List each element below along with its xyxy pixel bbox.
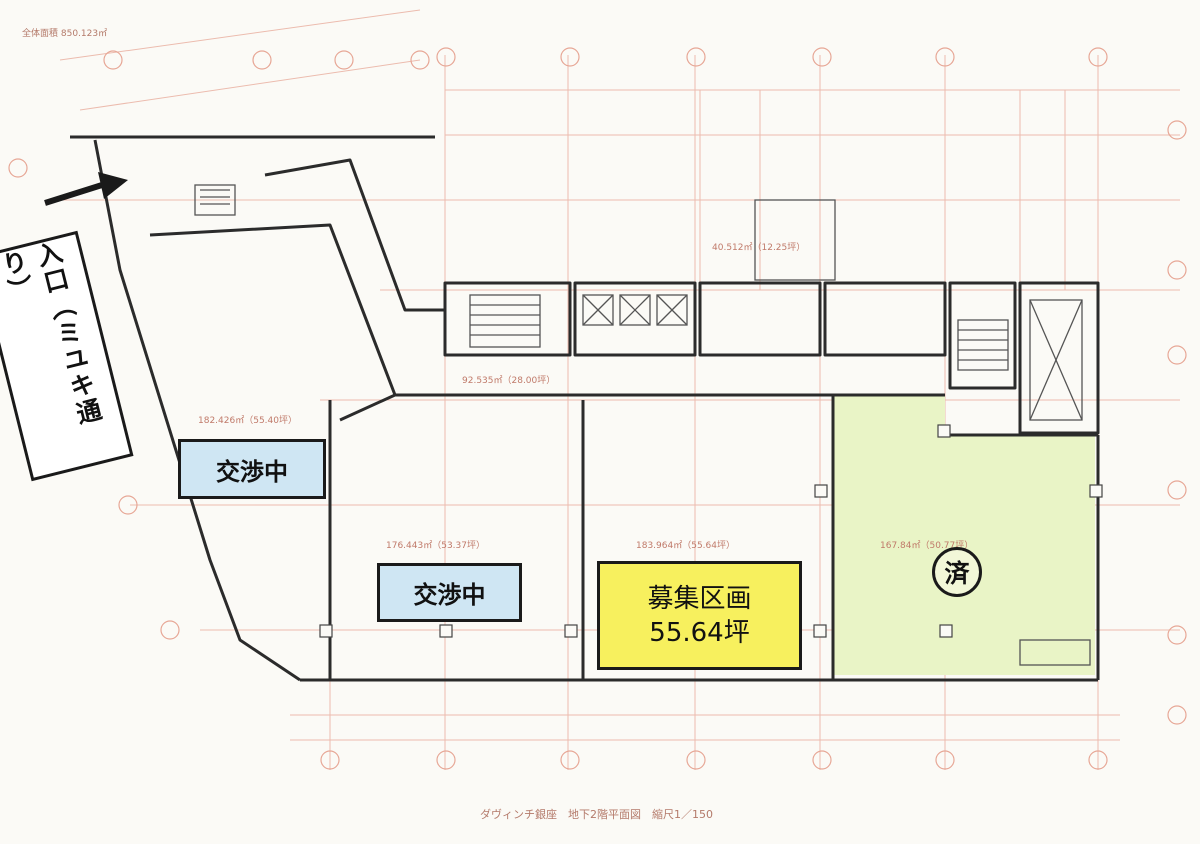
recruiting-unit-area: 55.64坪 — [649, 617, 750, 648]
unit-negotiating-left: 交渉中 — [178, 439, 326, 499]
area-text-recruit: 183.964㎡（55.64坪） — [636, 540, 735, 551]
unit-negotiating-left-label: 交渉中 — [216, 457, 288, 486]
plan-caption: ダヴィンチ銀座 地下2階平面図 縮尺1／150 — [480, 808, 713, 821]
unit-done-fill — [833, 395, 1095, 675]
unit-done-label: 済 — [944, 559, 970, 588]
entrance-arrow — [44, 172, 128, 206]
unit-done-badge: 済 — [932, 547, 982, 597]
area-text-left: 182.426㎡（55.40坪） — [198, 415, 297, 426]
area-text-mid: 176.443㎡（53.37坪） — [386, 540, 485, 551]
area-text-top: 40.512㎡（12.25坪） — [712, 242, 805, 253]
fixtures — [194, 184, 1091, 666]
columns — [319, 424, 1103, 638]
area-text-corridor: 92.535㎡（28.00坪） — [462, 375, 555, 386]
walls — [70, 135, 1100, 682]
area-texts: 40.512㎡（12.25坪） 92.535㎡（28.00坪） 182.426㎡… — [198, 242, 973, 551]
recruiting-unit: 募集区画 55.64坪 — [597, 561, 802, 670]
grid-bubbles — [8, 47, 1187, 770]
total-area-caption: 全体面積 850.123㎡ — [22, 29, 108, 39]
area-text-right: 167.84㎡（50.77坪） — [880, 540, 973, 551]
recruiting-unit-title: 募集区画 — [647, 583, 752, 614]
unit-negotiating-center-label: 交渉中 — [413, 581, 486, 609]
unit-negotiating-center: 交渉中 — [377, 563, 522, 622]
